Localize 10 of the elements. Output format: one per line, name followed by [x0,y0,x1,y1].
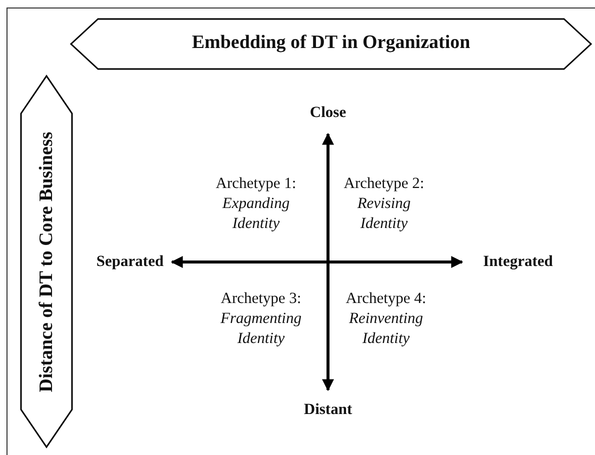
quadrant-label: Archetype 3: Fragmenting Identity [220,289,302,350]
quadrant-label: Archetype 4: Reinventing Identity [344,289,428,350]
banner-title: Embedding of DT in Organization [190,32,472,54]
axis-label: Integrated [482,252,554,272]
axis-label: Close [308,103,348,123]
axis-label: Separated [95,252,165,272]
banner-title: Distance of DT to Core Business [36,131,58,392]
axis-label: Distant [302,400,354,420]
quadrant-label: Archetype 2: Revising Identity [342,174,426,234]
quadrant-label: Archetype 1: Expanding Identity [214,174,298,234]
